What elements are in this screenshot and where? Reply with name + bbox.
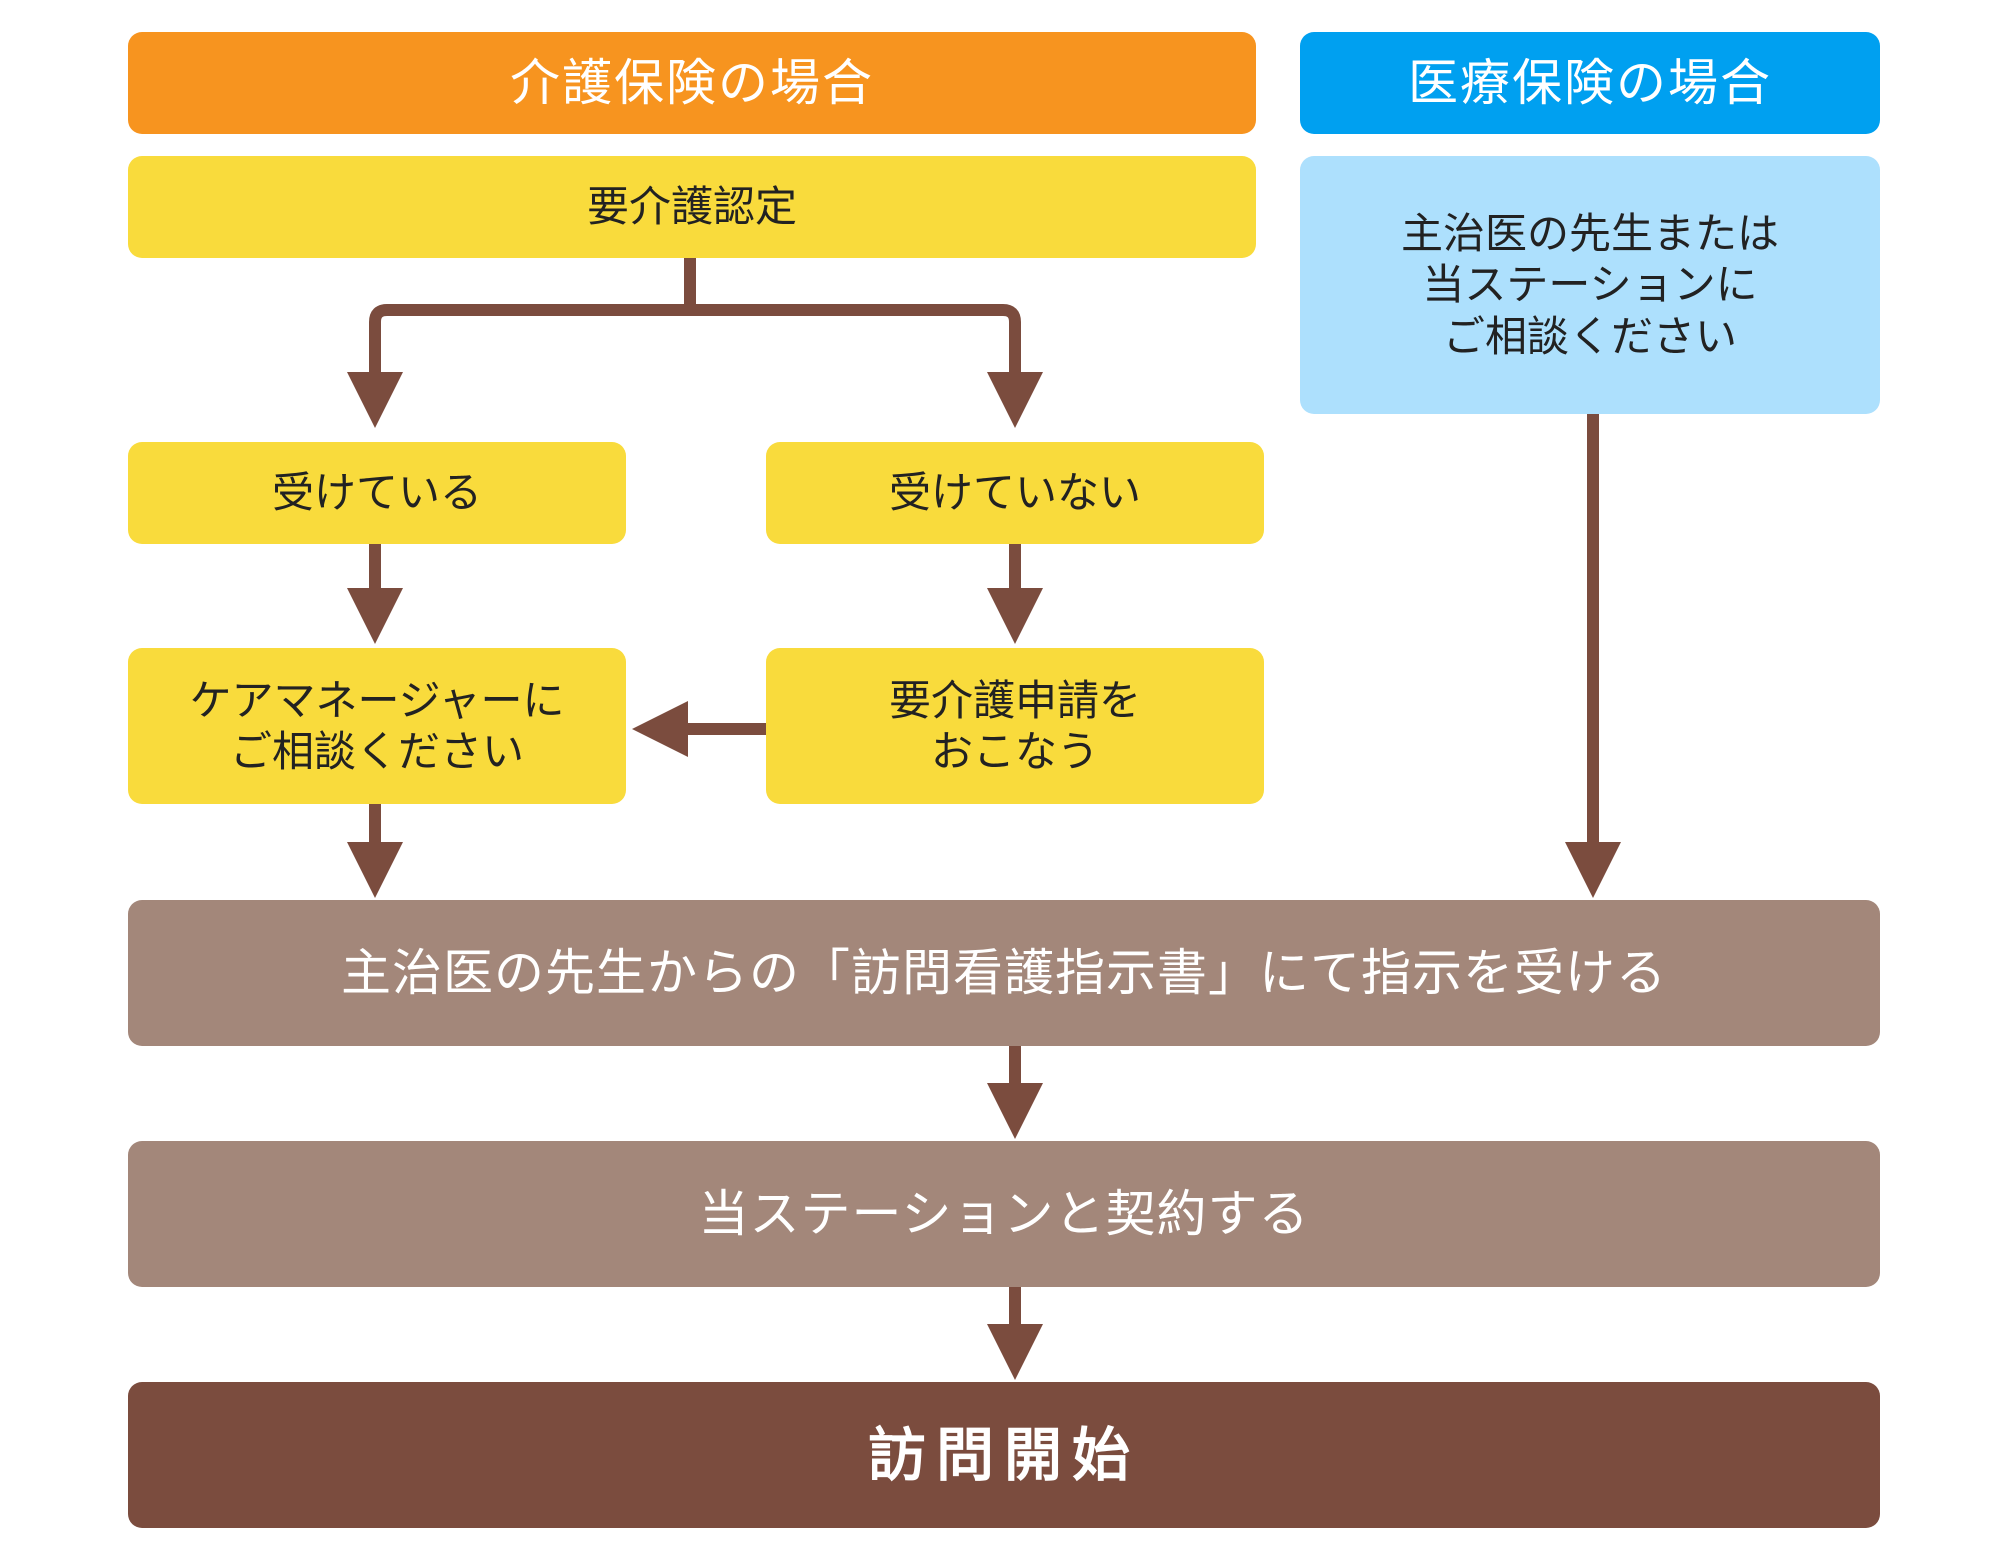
nursing-instruction-box: 主治医の先生からの「訪問看護指示書」にて指示を受ける: [128, 900, 1880, 1046]
branch-arrow-to-ukete: [347, 258, 696, 428]
contract-box: 当ステーションと契約する: [128, 1141, 1880, 1287]
iryo-insurance-header: 医療保険の場合: [1300, 32, 1880, 134]
doctor-consult-box: 主治医の先生または 当ステーションに ご相談ください: [1300, 156, 1880, 414]
visit-start-box: 訪問開始: [128, 1382, 1880, 1528]
certified-no-box: 受けていない: [766, 442, 1264, 544]
care-manager-consult-box: ケアマネージャーに ご相談ください: [128, 648, 626, 804]
care-certification-box: 要介護認定: [128, 156, 1256, 258]
care-application-box: 要介護申請を おこなう: [766, 648, 1264, 804]
certified-yes-box: 受けている: [128, 442, 626, 544]
branch-arrow-to-ukenai: [690, 304, 1043, 428]
kaigo-insurance-header: 介護保険の場合: [128, 32, 1256, 134]
